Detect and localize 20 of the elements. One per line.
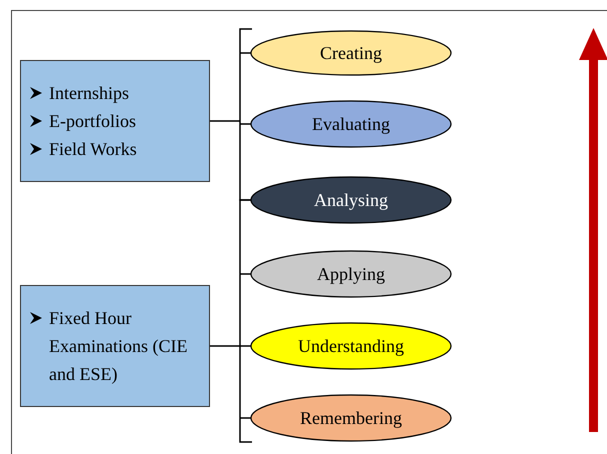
level-ellipse	[250, 176, 452, 224]
list-item: E-portfolios	[49, 110, 136, 133]
level-ellipse	[250, 322, 452, 370]
list-item: Fixed Hour Examinations (CIE and ESE)	[49, 307, 188, 386]
level-label: Understanding	[298, 335, 404, 358]
level-ellipse	[250, 100, 452, 148]
bracket-connector	[209, 199, 253, 443]
level-label: Creating	[320, 42, 382, 65]
level-ellipse	[250, 250, 452, 298]
level-label: Evaluating	[312, 113, 390, 136]
list-item: Field Works	[49, 138, 137, 161]
level-ellipse	[250, 30, 452, 76]
level-ellipse	[250, 394, 452, 442]
list-item: Internships	[49, 82, 129, 105]
level-label: Applying	[316, 263, 385, 286]
level-label: Remembering	[300, 407, 402, 430]
bracket-connector	[209, 28, 253, 201]
activity-box	[20, 60, 210, 182]
activity-box	[20, 285, 210, 407]
level-label: Analysing	[314, 189, 388, 212]
